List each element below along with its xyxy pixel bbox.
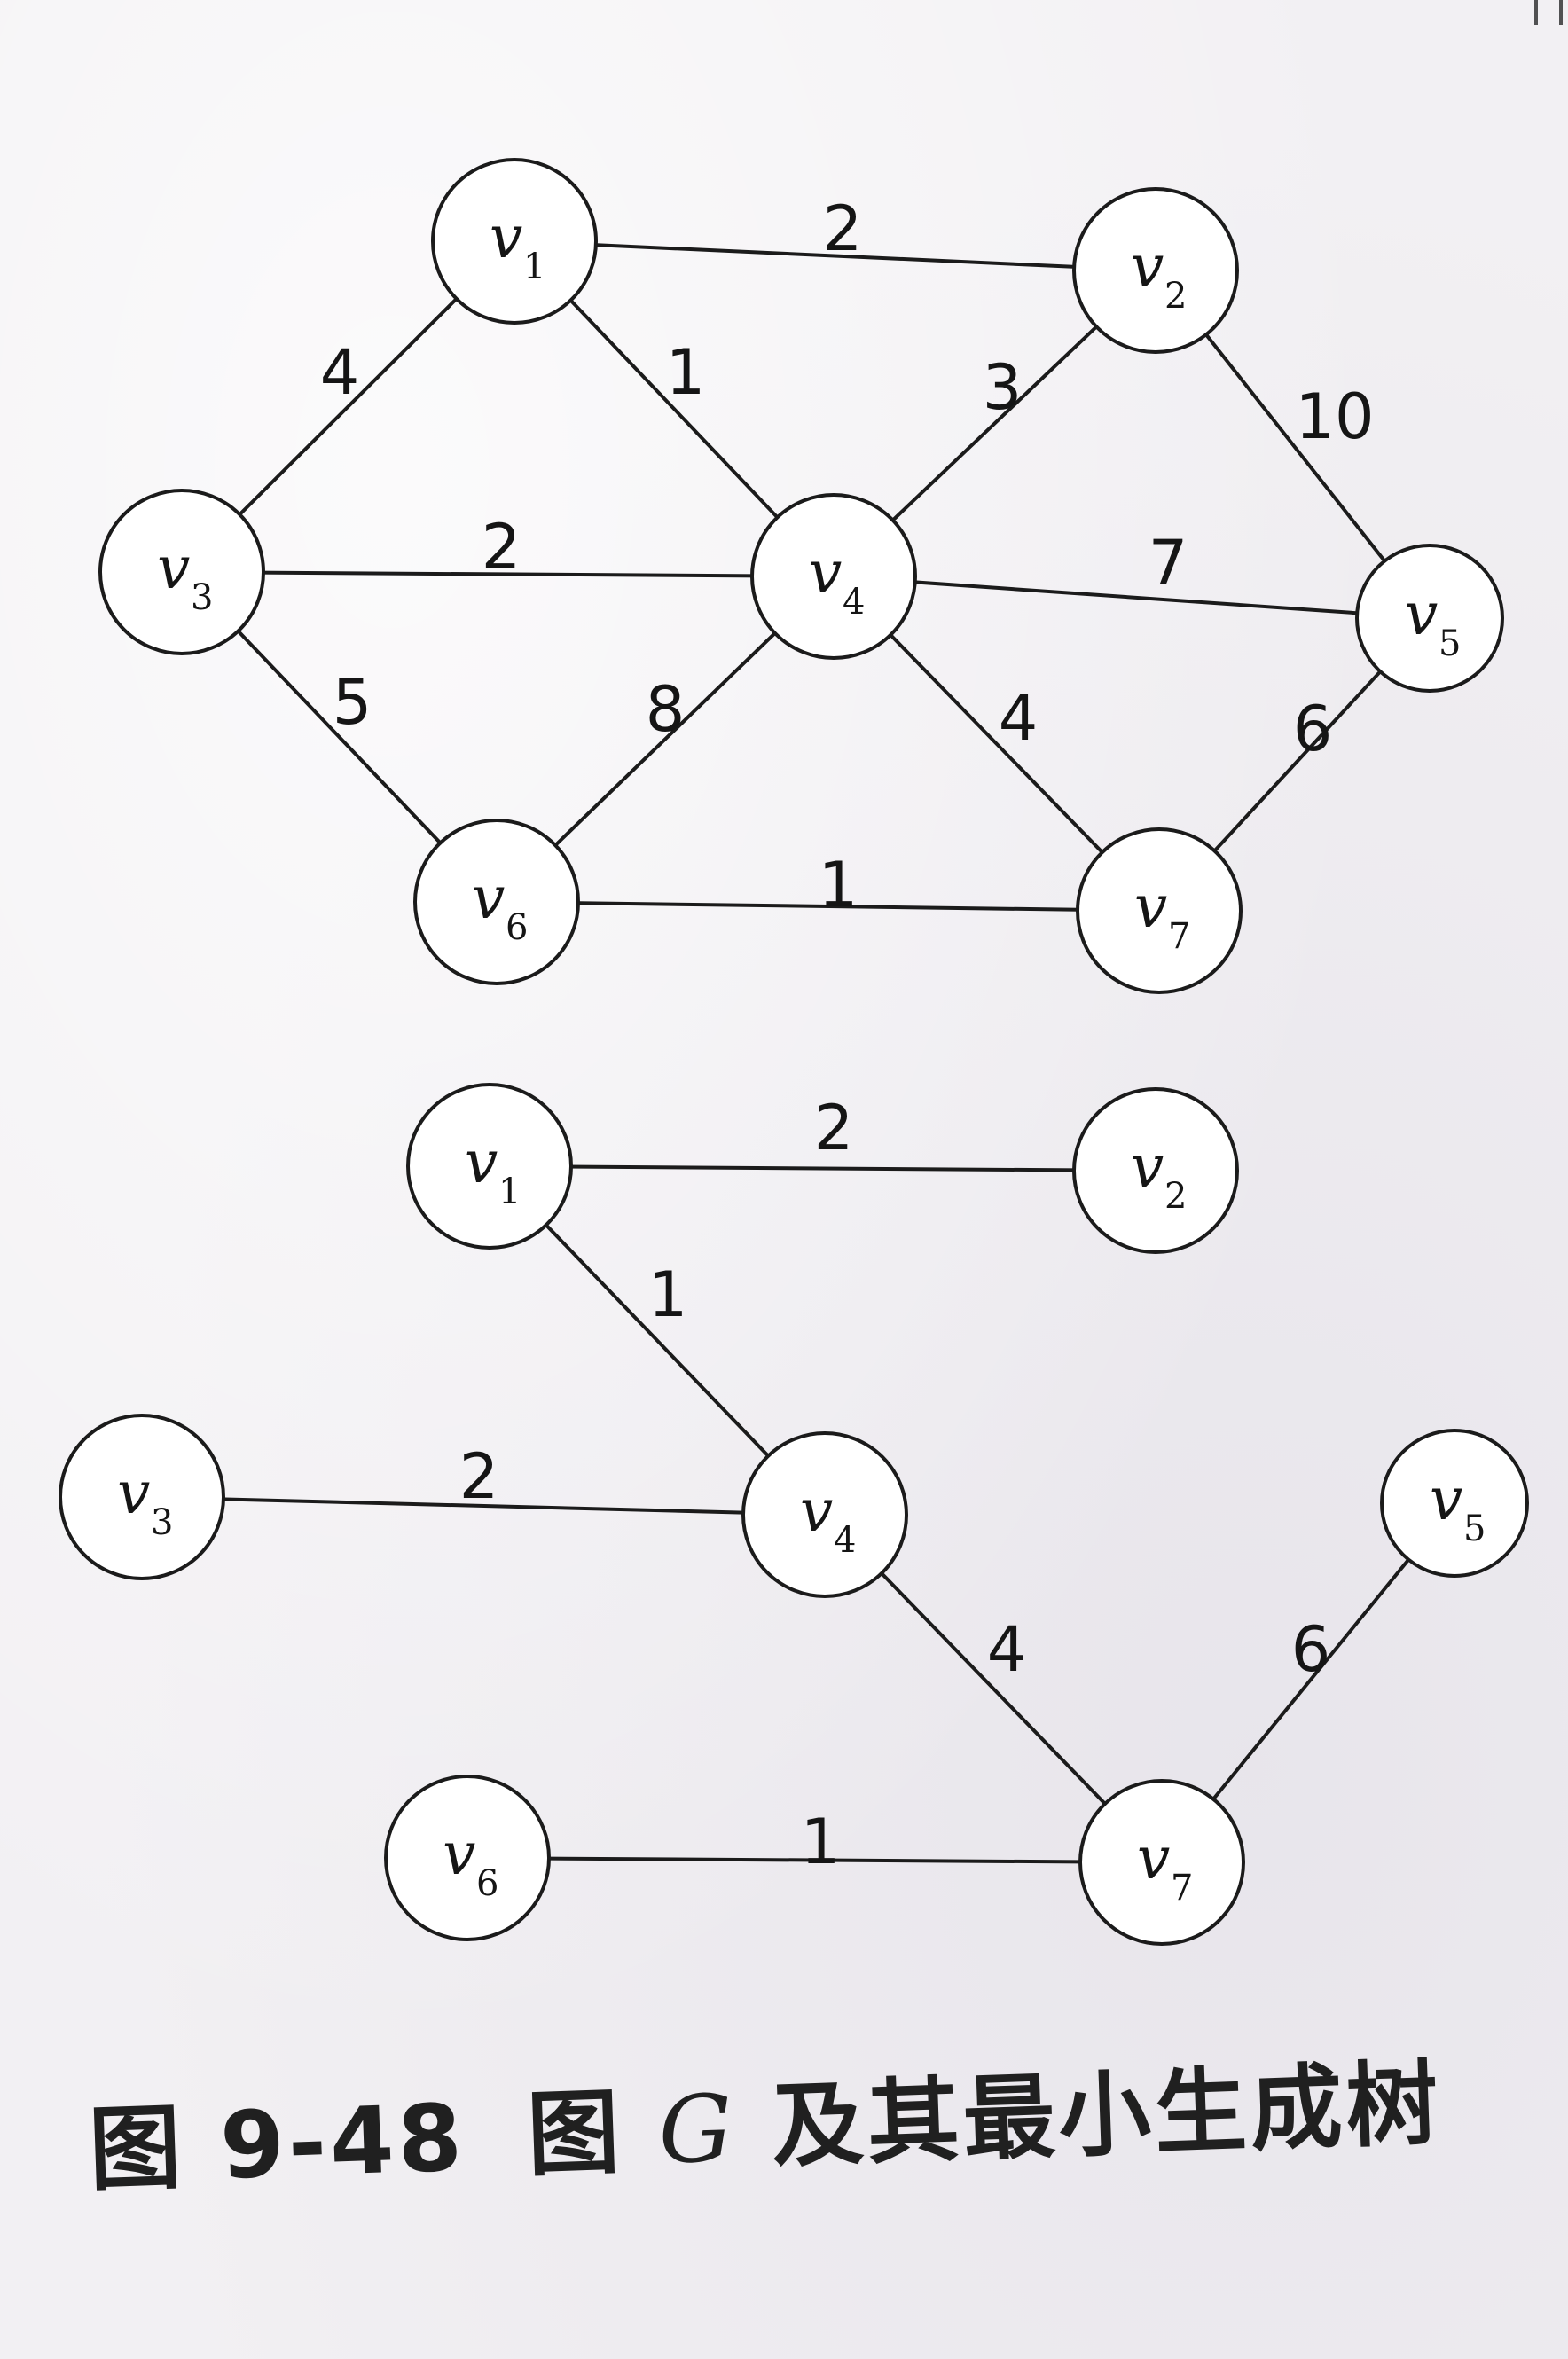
edge-v6-v7: [466, 1856, 1164, 1864]
node-subscript-v2: 2: [1164, 276, 1187, 317]
node-label-v2: v: [1131, 232, 1164, 301]
caption-suffix: 及其最小生成树: [733, 2049, 1444, 2183]
edge-weight-v1-v4: 1: [666, 336, 706, 409]
node-circle-v4: [750, 493, 917, 660]
edge-weight-v1-v2: 2: [814, 1092, 854, 1164]
edge-weight-v3-v6: 5: [333, 666, 372, 739]
edge-v3-v4: [180, 570, 835, 578]
edge-weight-v1-v3: 4: [320, 336, 360, 409]
node-subscript-v1: 1: [523, 247, 545, 287]
edge-v6-v7: [495, 900, 1161, 913]
node-subscript-v6: 6: [506, 907, 528, 948]
edge-weight-v3-v4: 2: [482, 511, 521, 584]
node-label-v5: v: [1405, 580, 1438, 648]
node-subscript-v6: 6: [476, 1863, 498, 1904]
node-subscript-v4: 4: [834, 1520, 856, 1561]
node-circle-v1: [431, 158, 598, 325]
node-label-v3: v: [157, 534, 190, 602]
node-subscript-v5: 5: [1439, 623, 1461, 664]
edge-weight-v4-v7: 4: [987, 1613, 1027, 1686]
node-subscript-v3: 3: [191, 577, 213, 618]
node-label-v4: v: [809, 538, 842, 607]
node-label-v4: v: [800, 1477, 833, 1545]
node-subscript-v2: 2: [1164, 1176, 1187, 1217]
node-circle-v7: [1078, 1779, 1245, 1946]
node-circle-v4: [741, 1431, 908, 1598]
edge-weight-v6-v7: 1: [819, 849, 858, 921]
node-label-v3: v: [117, 1459, 150, 1527]
edge-v1-v2: [513, 239, 1157, 272]
node-circle-v6: [384, 1775, 551, 1941]
node-subscript-v4: 4: [843, 582, 865, 623]
node-label-v2: v: [1131, 1132, 1164, 1201]
node-circle-v7: [1076, 827, 1243, 994]
edge-weight-v4-v5: 7: [1149, 527, 1188, 600]
node-circle-v3: [59, 1414, 225, 1580]
figure-number: 图 9-48: [87, 2083, 467, 2205]
node-circle-v2: [1072, 1087, 1239, 1254]
edge-weight-v1-v4: 1: [648, 1258, 688, 1331]
node-subscript-v1: 1: [498, 1172, 521, 1212]
node-circle-v5: [1355, 544, 1504, 693]
caption-graph-letter: G: [656, 2073, 738, 2185]
edge-weight-v5-v7: 6: [1291, 1613, 1331, 1686]
corner-mark: [1534, 0, 1563, 25]
edge-weight-v5-v7: 6: [1293, 693, 1333, 765]
node-circle-v1: [406, 1083, 573, 1250]
caption-prefix: 图: [525, 2076, 661, 2190]
edge-weight-v1-v2: 2: [823, 192, 863, 265]
node-label-v1: v: [490, 203, 522, 271]
node-label-v6: v: [472, 864, 505, 932]
node-subscript-v7: 7: [1171, 1868, 1193, 1908]
node-circle-v3: [98, 489, 265, 655]
node-label-v5: v: [1430, 1465, 1462, 1533]
edge-v3-v4: [140, 1495, 827, 1516]
edge-weight-v2-v5: 10: [1295, 380, 1374, 453]
node-label-v7: v: [1137, 1824, 1170, 1893]
edge-weight-v4-v7: 4: [999, 682, 1039, 755]
node-label-v1: v: [465, 1128, 498, 1196]
node-circle-v6: [413, 819, 580, 985]
edge-weight-v2-v4: 3: [983, 351, 1023, 424]
node-label-v6: v: [443, 1820, 475, 1888]
node-subscript-v3: 3: [151, 1502, 173, 1543]
edge-v4-v5: [832, 575, 1431, 620]
node-subscript-v7: 7: [1168, 916, 1190, 957]
node-circle-v2: [1072, 187, 1239, 354]
edge-weight-v3-v4: 2: [459, 1440, 499, 1513]
edge-v1-v2: [488, 1164, 1157, 1172]
node-circle-v5: [1380, 1429, 1529, 1578]
node-subscript-v5: 5: [1463, 1509, 1486, 1549]
edge-weight-v4-v6: 8: [646, 673, 686, 746]
node-label-v7: v: [1134, 873, 1167, 941]
edge-weight-v6-v7: 1: [801, 1806, 841, 1878]
